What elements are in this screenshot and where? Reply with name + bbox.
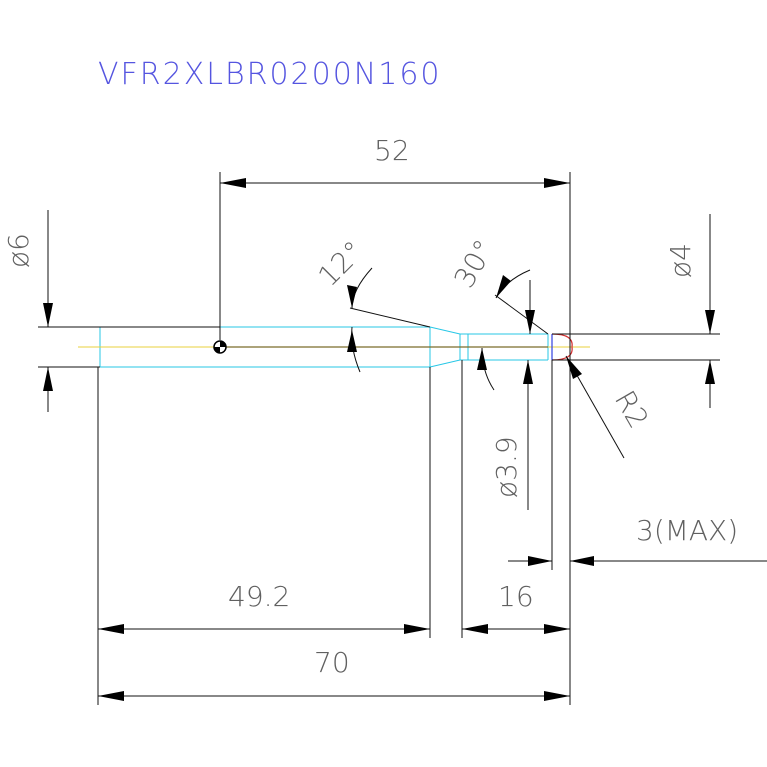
dimension-3max: 3(MAX) xyxy=(508,360,767,570)
ball-nose-tip xyxy=(551,333,573,361)
dimension-phi6: ø6 xyxy=(2,210,220,412)
dim-16-label: 16 xyxy=(498,580,534,613)
angle-12-label: 12° xyxy=(312,235,370,293)
radius-r2-label: R2 xyxy=(608,385,655,434)
dim-52-label: 52 xyxy=(374,134,410,167)
angle-30-label: 30° xyxy=(447,234,500,293)
radius-r2: R2 xyxy=(565,355,655,459)
dimension-phi4: ø4 xyxy=(552,214,720,408)
dimension-52: 52 xyxy=(219,134,571,705)
angle-12: 12° xyxy=(312,235,431,373)
part-number-title: VFR2XLBR0200N160 xyxy=(98,57,442,92)
dim-phi39-label: ø3.9 xyxy=(490,436,523,498)
dimension-70: 70 xyxy=(98,646,570,701)
dimension-16: 16 xyxy=(461,360,570,638)
dim-70-label: 70 xyxy=(314,646,350,679)
dimension-49-2: 49.2 xyxy=(97,367,431,705)
dimension-phi39: ø3.9 xyxy=(490,280,535,510)
dim-phi6-label: ø6 xyxy=(2,233,35,268)
dim-3max-label: 3(MAX) xyxy=(636,514,738,547)
dim-49-2-label: 49.2 xyxy=(228,580,290,613)
dim-phi4-label: ø4 xyxy=(664,243,697,278)
